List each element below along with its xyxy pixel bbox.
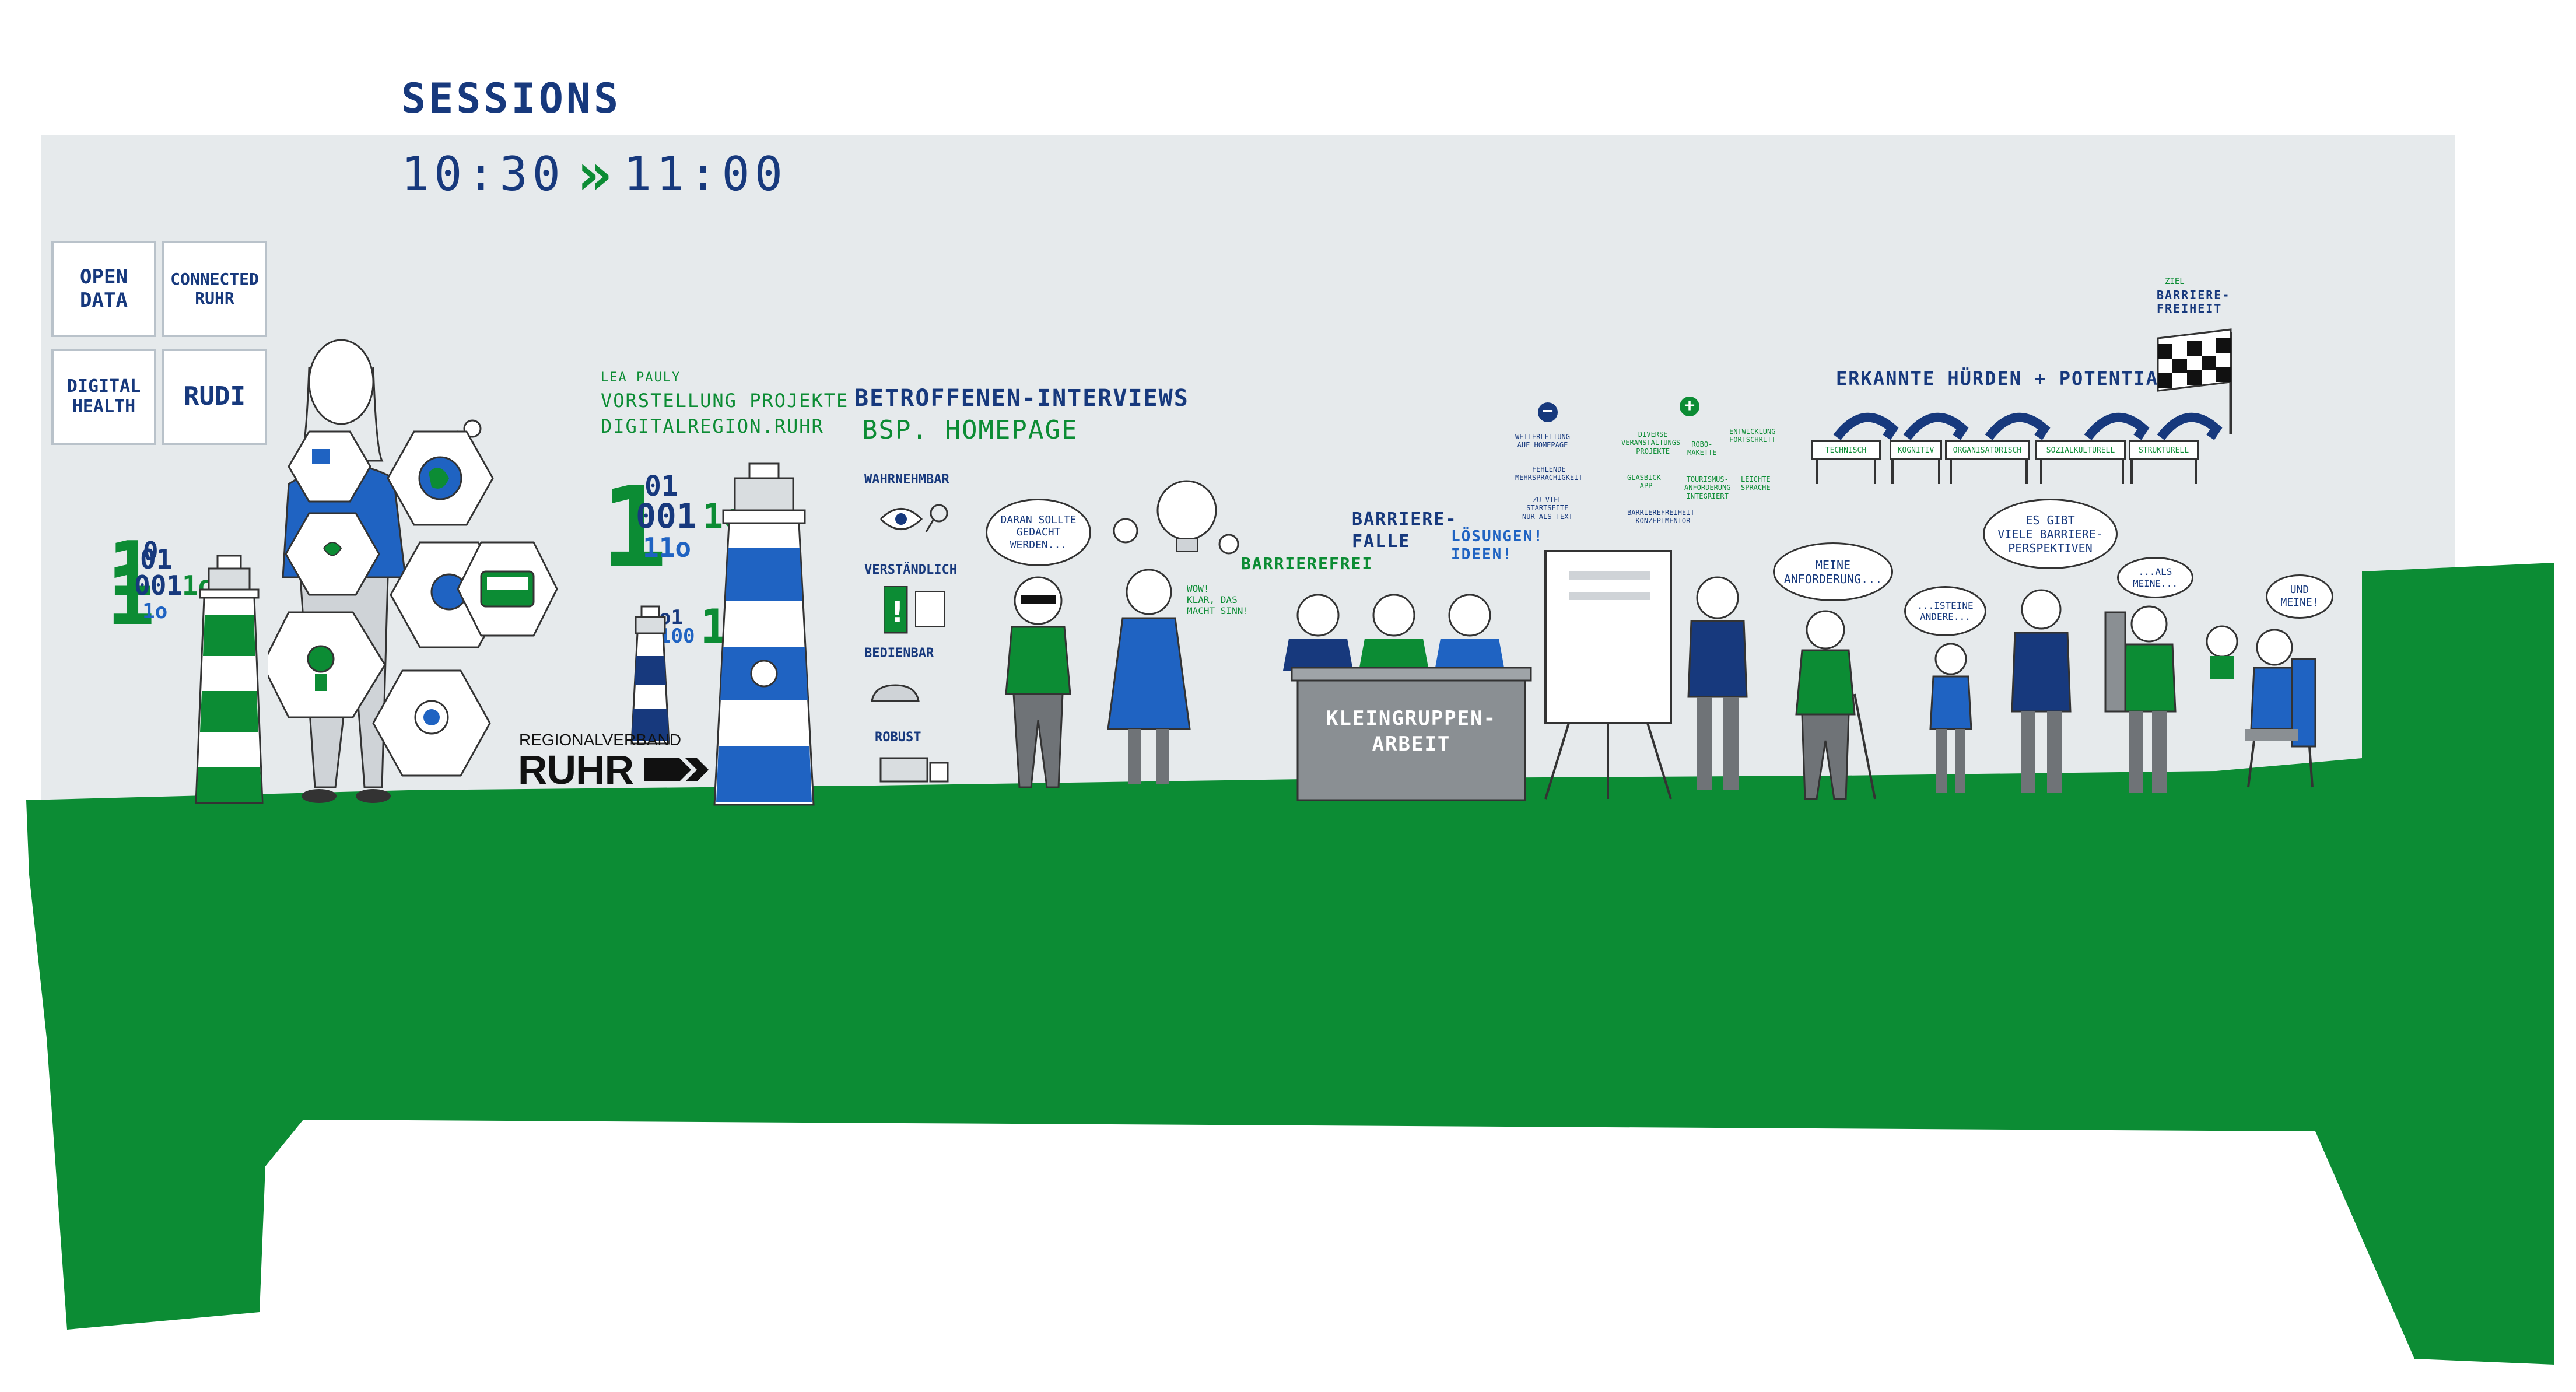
speaker-line2: DIGITALREGION.RUHR xyxy=(601,415,824,437)
person-wheelchair xyxy=(2206,625,2316,788)
minus-icon: − xyxy=(1538,402,1558,422)
person-blue-dress xyxy=(1107,569,1191,784)
person-child xyxy=(1929,643,1972,793)
exclamation-icon: ! xyxy=(884,586,945,634)
lighthouse-green xyxy=(195,555,264,804)
goal-small: ZIEL xyxy=(2165,277,2185,286)
time-end: 11:00 xyxy=(623,147,787,201)
minus-item-3: ZU VIEL STARTSEITE NUR ALS TEXT xyxy=(1522,496,1573,521)
hurdle-technisch: TECHNISCH xyxy=(1811,440,1881,460)
logo-top: REGIONALVERBAND xyxy=(519,731,681,749)
label-loesungen: LÖSUNGEN! IDEEN! xyxy=(1451,528,1544,564)
bubble-und: UND MEINE! xyxy=(2266,574,2333,619)
lighthouse-blue xyxy=(713,462,815,806)
people-at-table xyxy=(1283,594,1505,671)
plus-item-c1: ENTWICKLUNG FORTSCHRITT xyxy=(1729,427,1776,444)
bubble-isteine: ...ISTEINE ANDERE... xyxy=(1904,586,1986,636)
interviews-title: BETROFFENEN-INTERVIEWS xyxy=(854,385,1189,412)
principle-verstaendlich: VERSTÄNDLICH xyxy=(864,563,957,577)
tile-open-data: OPEN DATA xyxy=(51,241,156,337)
speaker-name: LEA PAULY xyxy=(601,370,681,385)
table-label: KLEINGRUPPEN- ARBEIT xyxy=(1326,707,1497,756)
double-arrow-icon: » xyxy=(576,140,612,208)
person-keyboard xyxy=(2104,605,2177,793)
svg-text:001: 001 xyxy=(636,496,697,536)
person-presenting xyxy=(1687,576,1748,790)
hurdle-arrows xyxy=(1833,412,2223,440)
person-navy xyxy=(2011,589,2072,793)
svg-text:001: 001 xyxy=(134,570,183,601)
hurdle-sozialkulturell: SOZIALKULTURELL xyxy=(2035,440,2126,460)
binary-left: 1 0 xyxy=(108,525,159,613)
svg-text:1: 1 xyxy=(601,463,667,571)
goal-label: BARRIERE- FREIHEIT xyxy=(2157,288,2231,315)
logo-main: RUHR xyxy=(518,747,634,793)
plus-item-a1: DIVERSE VERANSTALTUNGS- PROJEKTE xyxy=(1621,430,1685,455)
svg-text:11o: 11o xyxy=(643,532,691,563)
principle-wahrnehmbar: WAHRNEHMBAR xyxy=(864,472,949,487)
binary-left-graphic: 1 01 001 1o 1o xyxy=(106,544,211,630)
svg-text:1o: 1o xyxy=(142,599,167,623)
table xyxy=(1291,667,1532,801)
hurdle-organisatorisch: ORGANISATORISCH xyxy=(1945,440,2030,460)
plus-item-a3: BARRIEREFREIHEIT- KONZEPTMENTOR xyxy=(1627,509,1699,525)
label-barrierefrei: BARRIEREFREI xyxy=(1241,554,1373,573)
interviews-subtitle: BSP. HOMEPAGE xyxy=(862,415,1078,445)
minus-item-2: FEHLENDE MEHRSPRACHIGKEIT xyxy=(1515,465,1583,482)
svg-text:01: 01 xyxy=(140,544,172,575)
hurdle-legs xyxy=(1816,458,2197,484)
svg-text:01: 01 xyxy=(644,470,678,503)
label-barriere-falle: BARRIERE- FALLE xyxy=(1352,509,1457,552)
speaker-line1: VORSTELLUNG PROJEKTE xyxy=(601,390,849,412)
plus-item-b1: ROBO- MAKETTE xyxy=(1687,440,1717,457)
bubble-esgibt: ES GIBT VIELE BARRIERE- PERSPEKTIVEN xyxy=(1983,499,2118,569)
hurdle-kognitiv: KOGNITIV xyxy=(1890,440,1942,460)
tile-digital-health: DIGITAL HEALTH xyxy=(51,349,156,445)
sessions-label: SESSIONS xyxy=(401,75,622,122)
tile-connected-ruhr: CONNECTED RUHR xyxy=(162,241,267,337)
plus-item-a2: GLASBICK- APP xyxy=(1627,474,1666,490)
bubble-wow: WOW! KLAR, DAS MACHT SINN! xyxy=(1187,583,1249,617)
minus-item-1: WEITERLEITUNG AUF HOMEPAGE xyxy=(1515,433,1570,450)
hexagon-bus xyxy=(457,541,558,637)
eye-icon xyxy=(879,504,948,532)
bubble-als: ...ALS MEINE... xyxy=(2117,557,2193,598)
session-time: 10:30 » 11:00 xyxy=(401,140,787,208)
plus-item-c2: LEICHTE SPRACHE xyxy=(1741,475,1771,492)
svg-text:1: 1 xyxy=(106,549,155,630)
device-icon xyxy=(879,757,949,783)
hurdle-strukturell: STRUKTURELL xyxy=(2129,440,2199,460)
logo-stripes xyxy=(644,758,709,781)
lightbulb-icons xyxy=(1113,480,1239,555)
principle-robust: ROBUST xyxy=(875,730,921,745)
checkered-flag-icon xyxy=(2157,328,2232,434)
time-start: 10:30 xyxy=(401,147,565,201)
person-sunglasses xyxy=(1005,576,1071,788)
hurdles-title: ERKANNTE HÜRDEN + POTENTIALE xyxy=(1836,367,2184,390)
bubble-daran: DARAN SOLLTE GEDACHT WERDEN... xyxy=(986,499,1091,566)
plus-item-b2: TOURISMUS- ANFORDERUNG INTEGRIERT xyxy=(1684,475,1731,500)
plus-icon: + xyxy=(1680,397,1699,416)
svg-text:!: ! xyxy=(891,595,904,629)
principle-bedienbar: BEDIENBAR xyxy=(864,646,934,661)
mouse-icon xyxy=(871,684,920,702)
bubble-meine: MEINE ANFORDERUNG... xyxy=(1773,542,1893,601)
lighthouse-small xyxy=(630,605,670,745)
flipchart xyxy=(1544,550,1672,800)
tile-rudi: RUDI xyxy=(162,349,267,445)
person-white-cane xyxy=(1795,610,1876,800)
